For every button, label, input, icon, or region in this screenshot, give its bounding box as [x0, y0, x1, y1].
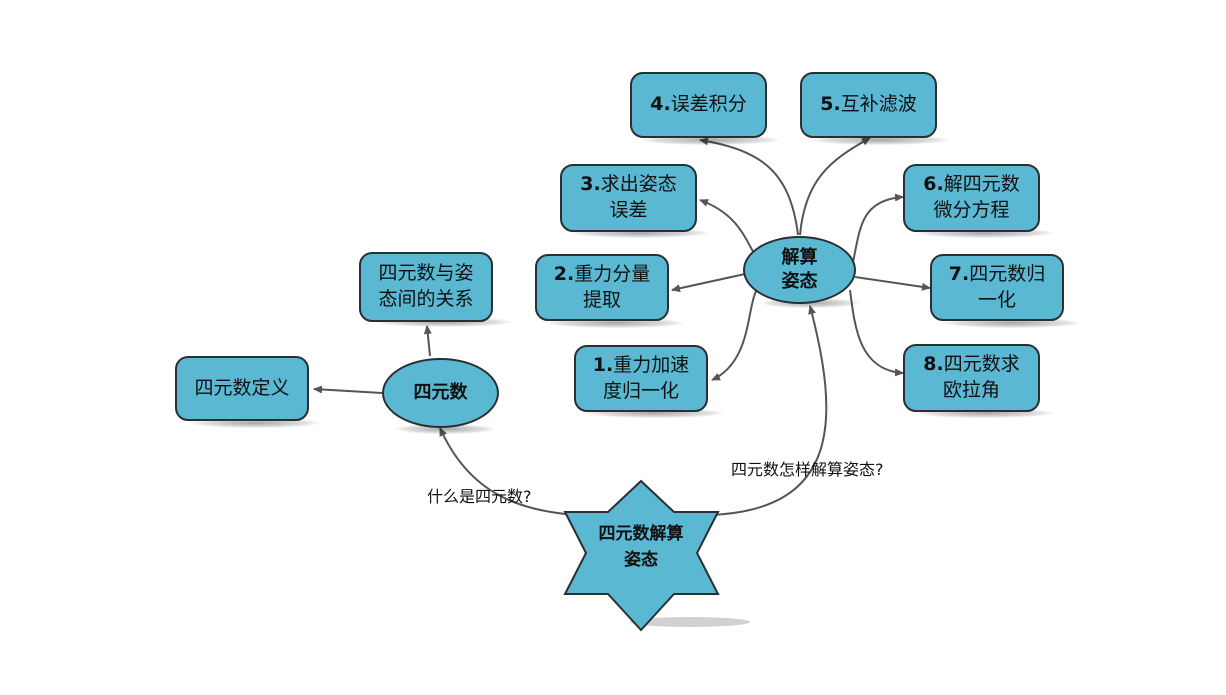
star-shadow [630, 617, 750, 627]
edge-solution-to-step4 [699, 137, 799, 236]
step-6-node[interactable]: 6.解四元数 微分方程 [903, 164, 1040, 232]
step-text-block: 1.重力加速 度归一化 [593, 353, 689, 404]
step-1-number: 1. [592, 353, 614, 376]
quaternion-node[interactable]: 四元数 [382, 358, 499, 428]
edge-solution-to-step6 [852, 193, 904, 263]
step-5-number: 5. [820, 93, 841, 116]
step-text-block: 3.求出姿态 误差 [580, 172, 676, 223]
step5-shadow [810, 135, 950, 145]
step-text-block: 7.四元数归 一化 [949, 262, 1045, 313]
edge-label-how-solve: 四元数怎样解算姿态? [731, 460, 884, 479]
quaternion-definition-node[interactable]: 四元数定义 [175, 356, 309, 421]
step7-shadow [942, 318, 1082, 328]
step-8-number: 8. [923, 353, 944, 376]
edge-solution-to-step3 [699, 199, 759, 261]
edge-solution-to-step5 [799, 137, 871, 236]
step-2-number: 2. [553, 262, 575, 285]
step-4-label: 误差积分 [670, 93, 747, 116]
solution-node[interactable]: 解算 姿态 [743, 236, 856, 304]
step-1-label: 重力加速 度归一化 [602, 353, 690, 402]
center-node-label: 四元数解算 姿态 [598, 524, 684, 570]
step-text-block: 8.四元数求 欧拉角 [923, 352, 1019, 403]
step-1-node[interactable]: 1.重力加速 度归一化 [574, 345, 708, 412]
step-7-label: 四元数归 一化 [969, 262, 1046, 311]
step-2-node[interactable]: 2.重力分量 提取 [535, 254, 669, 321]
step-5-node[interactable]: 5.互补滤波 [800, 72, 937, 138]
edge-solution-to-step7 [854, 276, 931, 291]
step-6-label: 解四元数 微分方程 [933, 173, 1020, 221]
relation-node-shadow [375, 317, 513, 327]
quaternion-node-shadow [395, 424, 495, 434]
step2-shadow [545, 318, 685, 328]
step3-shadow [570, 228, 710, 238]
step4-shadow [640, 135, 780, 145]
step-text-block: 6.解四元数 微分方程 [923, 172, 1019, 223]
edge-solution-to-step8 [849, 289, 904, 377]
edge-solution-to-step2 [671, 273, 746, 293]
edge-quaternion-to-relation [423, 325, 432, 357]
step-3-node[interactable]: 3.求出姿态 误差 [560, 164, 697, 232]
step-3-label: 求出姿态 误差 [600, 173, 677, 221]
edge-quaternion-to-definition [313, 385, 383, 394]
step-7-node[interactable]: 7.四元数归 一化 [930, 254, 1064, 321]
step-2-label: 重力分量 提取 [574, 262, 651, 311]
step1-shadow [585, 408, 725, 418]
step-6-number: 6. [923, 173, 944, 196]
step-8-label: 四元数求 欧拉角 [942, 353, 1020, 401]
step-7-number: 7. [948, 262, 970, 285]
step-5-label: 互补滤波 [840, 93, 917, 116]
step6-shadow [915, 228, 1055, 238]
definition-node-shadow [190, 418, 320, 428]
quaternion-relation-node[interactable]: 四元数与姿 态间的关系 [359, 252, 493, 322]
edge-star-to-quaternion [439, 427, 576, 516]
edge-solution-to-step1 [711, 284, 761, 381]
step-text-block: 2.重力分量 提取 [554, 262, 650, 313]
step-8-node[interactable]: 8.四元数求 欧拉角 [903, 344, 1040, 412]
step8-shadow [915, 408, 1055, 418]
step-3-number: 3. [580, 173, 601, 196]
edge-label-what-is: 什么是四元数? [427, 487, 532, 506]
step-4-node[interactable]: 4.误差积分 [630, 72, 767, 138]
edge-star-to-solution [709, 305, 828, 516]
step-4-number: 4. [650, 93, 671, 116]
center-star-shape [563, 479, 720, 632]
